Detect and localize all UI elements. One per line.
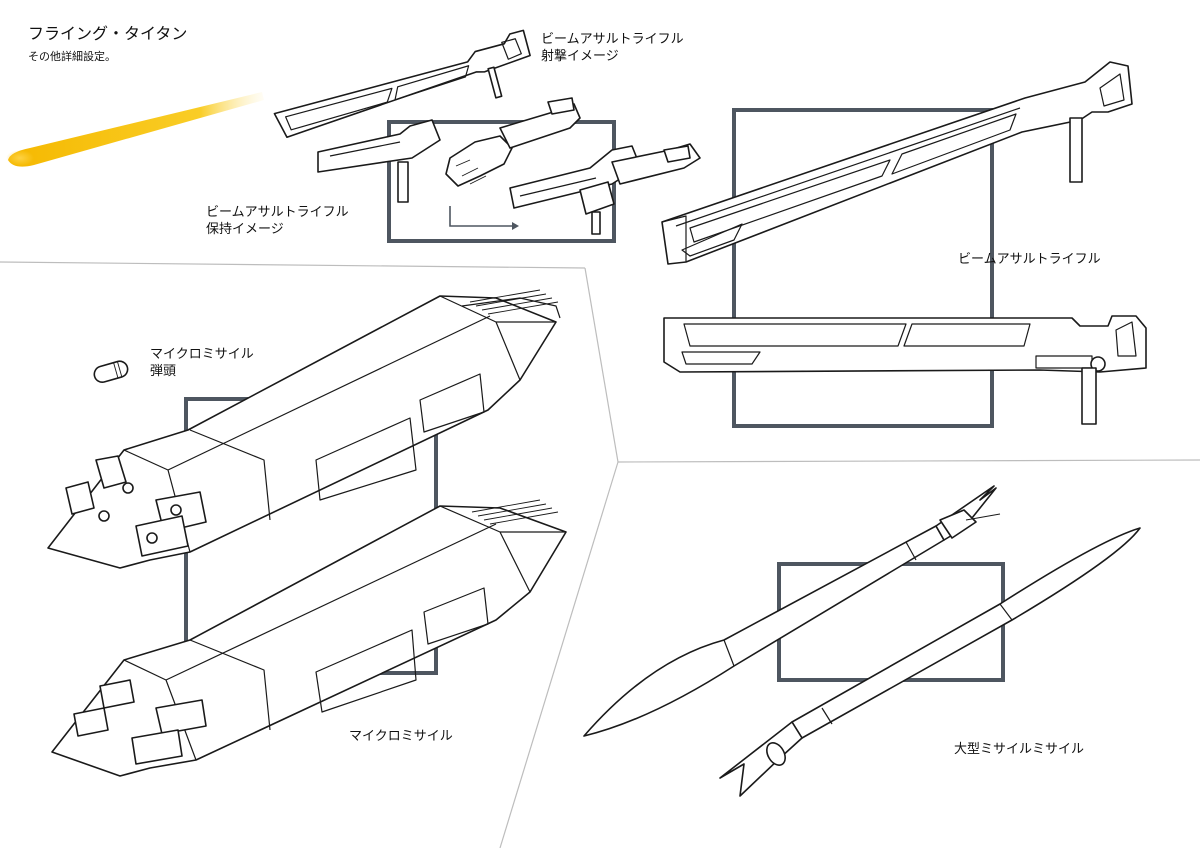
rifle-holding-left bbox=[317, 119, 441, 203]
large-missile-1 bbox=[583, 485, 1001, 737]
label-firing-line2: 射撃イメージ bbox=[541, 49, 619, 64]
arrow-line bbox=[449, 206, 512, 227]
sheet-subtitle: その他詳細設定。 bbox=[28, 50, 116, 63]
label-holding-line1: ビームアサルトライフル bbox=[206, 205, 349, 220]
panel-dividers bbox=[0, 261, 1200, 848]
divider-diagonal-upper bbox=[584, 267, 619, 463]
rifle-large-side bbox=[663, 315, 1147, 425]
hand-open bbox=[445, 97, 581, 187]
large-missile-2 bbox=[719, 527, 1141, 797]
divider-right bbox=[617, 459, 1200, 463]
label-warhead-line1: マイクロミサイル bbox=[150, 347, 254, 362]
label-warhead-line2: 弾頭 bbox=[150, 364, 177, 379]
label-rifle: ビームアサルトライフル bbox=[958, 252, 1101, 267]
micro-missile-pod-upper bbox=[47, 289, 561, 569]
rifle-firing bbox=[273, 29, 531, 139]
rifle-holding-right bbox=[509, 143, 701, 235]
beam-shot bbox=[6, 92, 264, 167]
arrow-head bbox=[512, 222, 519, 230]
divider-diagonal-lower bbox=[499, 461, 619, 848]
label-firing-line1: ビームアサルトライフル bbox=[541, 32, 684, 47]
frame-rifle bbox=[732, 108, 994, 428]
rifle-large-angled bbox=[661, 61, 1133, 265]
label-micro-missile: マイクロミサイル bbox=[349, 729, 453, 744]
label-large-missile: 大型ミサイルミサイル bbox=[954, 742, 1085, 757]
warhead bbox=[93, 360, 129, 384]
divider-top-left bbox=[0, 261, 586, 269]
label-holding-line2: 保持イメージ bbox=[206, 222, 284, 237]
micro-missile-pod-lower bbox=[51, 499, 567, 777]
sheet-title: フライング・タイタン bbox=[28, 24, 188, 43]
